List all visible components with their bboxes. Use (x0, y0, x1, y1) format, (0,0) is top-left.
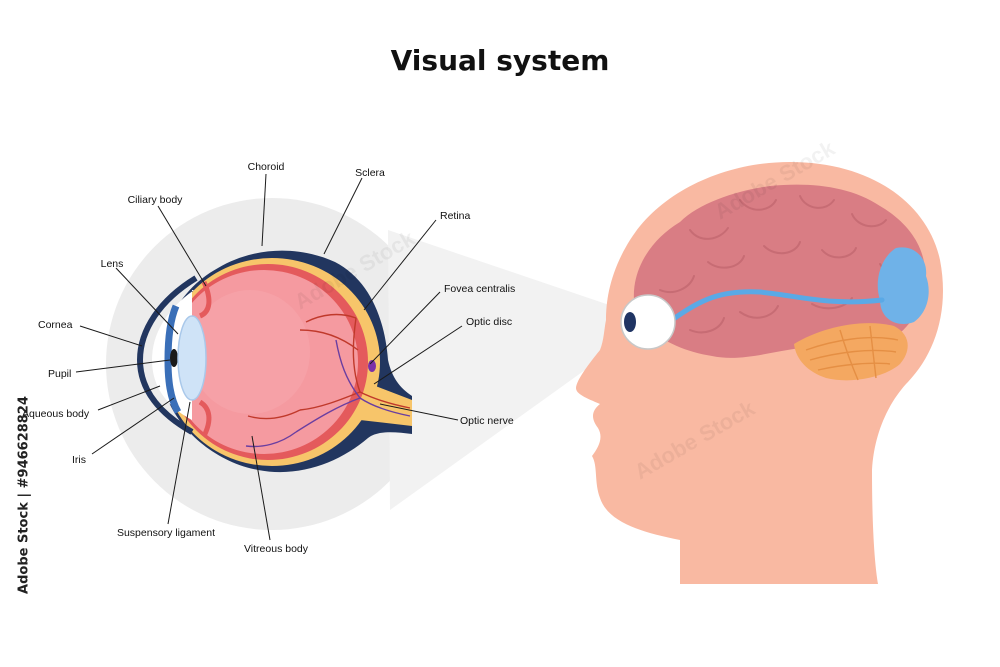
label-sclera: Sclera (355, 167, 385, 179)
label-ciliary-body: Ciliary body (128, 194, 184, 206)
page-title: Visual system (390, 44, 610, 77)
label-vitreous-body: Vitreous body (244, 543, 309, 555)
label-suspensory-ligament: Suspensory ligament (117, 527, 215, 539)
label-iris: Iris (72, 454, 86, 466)
ciliary-body (198, 280, 212, 319)
lens (177, 315, 207, 401)
optic-pathway (669, 289, 885, 323)
leader-lines (75, 173, 463, 541)
cerebrum (633, 184, 925, 358)
eye-cross-section (136, 250, 412, 473)
stock-credit: Adobe Stock | #946628824 (4, 330, 44, 660)
stock-credit-text: Adobe Stock | #946628824 (16, 396, 32, 594)
anatomy-labels: Choroid Sclera Ciliary body Retina Lens … (22, 161, 515, 555)
label-pupil: Pupil (48, 368, 71, 380)
label-choroid: Choroid (248, 161, 285, 173)
label-fovea-centralis: Fovea centralis (444, 283, 515, 295)
label-optic-disc: Optic disc (466, 316, 512, 328)
label-cornea: Cornea (38, 319, 73, 331)
label-retina: Retina (440, 210, 471, 222)
pupil (170, 349, 178, 367)
optic-disc (368, 360, 376, 372)
label-optic-nerve: Optic nerve (460, 415, 514, 427)
cornea (136, 275, 198, 435)
label-aqueous-body: Aqueous body (22, 408, 90, 420)
cerebellum (794, 323, 908, 381)
head (576, 162, 943, 584)
head-eye (620, 294, 676, 350)
label-lens: Lens (101, 258, 124, 270)
visual-cortex (877, 247, 929, 324)
